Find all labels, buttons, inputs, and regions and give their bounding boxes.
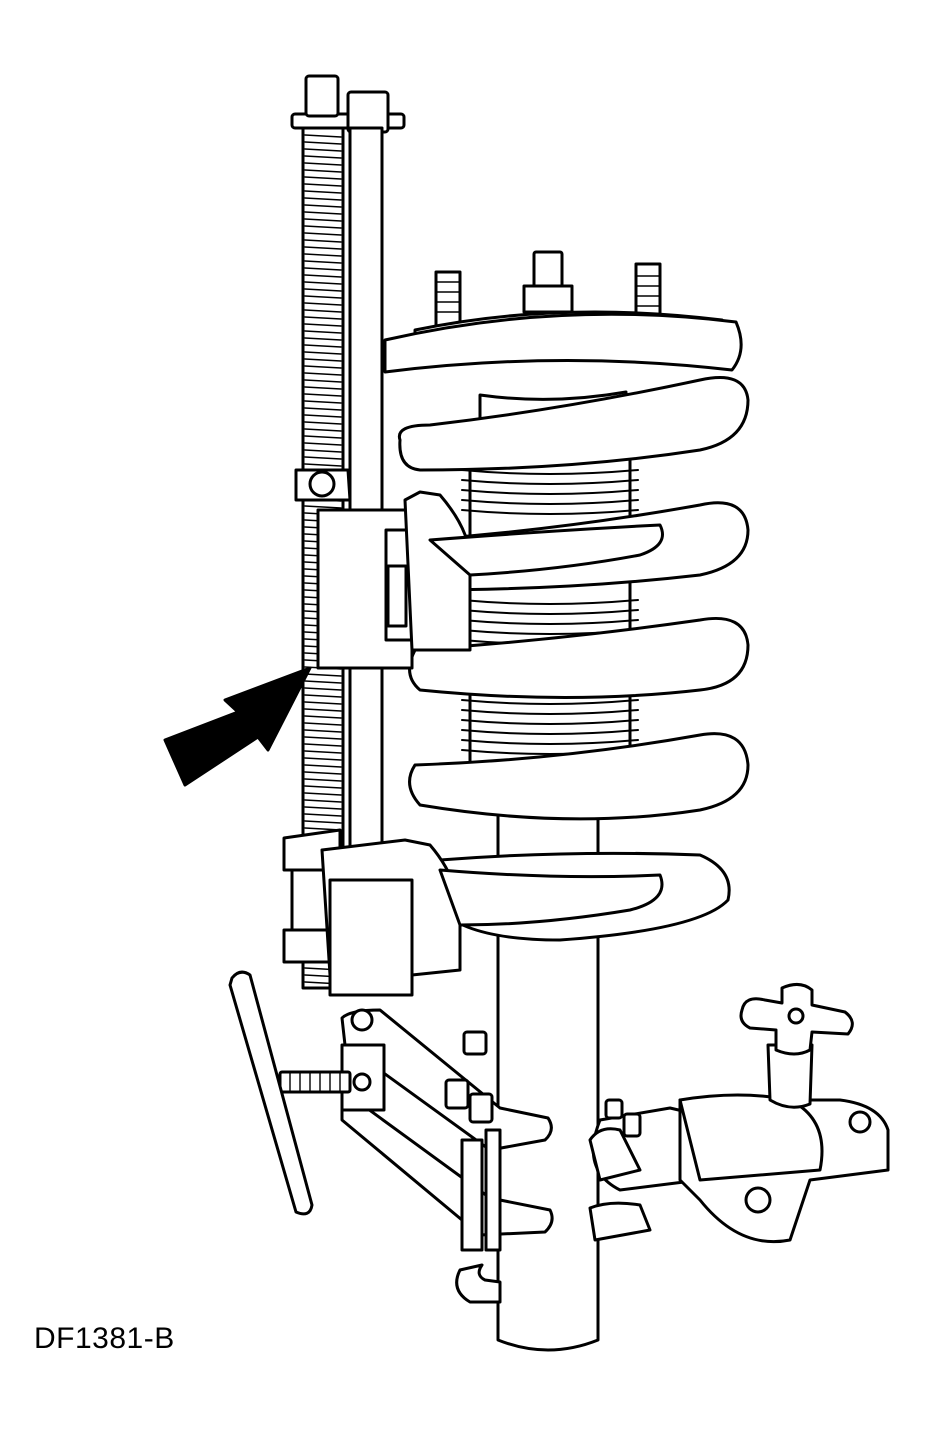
spring-compressor-clamp-block	[294, 468, 664, 670]
figure-code: DF1381-B	[34, 1322, 175, 1355]
coil-spring	[397, 376, 750, 942]
arrow-icon	[163, 666, 312, 787]
t-handle-screw	[228, 970, 352, 1216]
lower-clamp-block	[282, 828, 664, 997]
stud-threads	[435, 275, 661, 313]
strut-vice-bracket	[340, 983, 890, 1252]
dust-boot	[461, 426, 639, 800]
